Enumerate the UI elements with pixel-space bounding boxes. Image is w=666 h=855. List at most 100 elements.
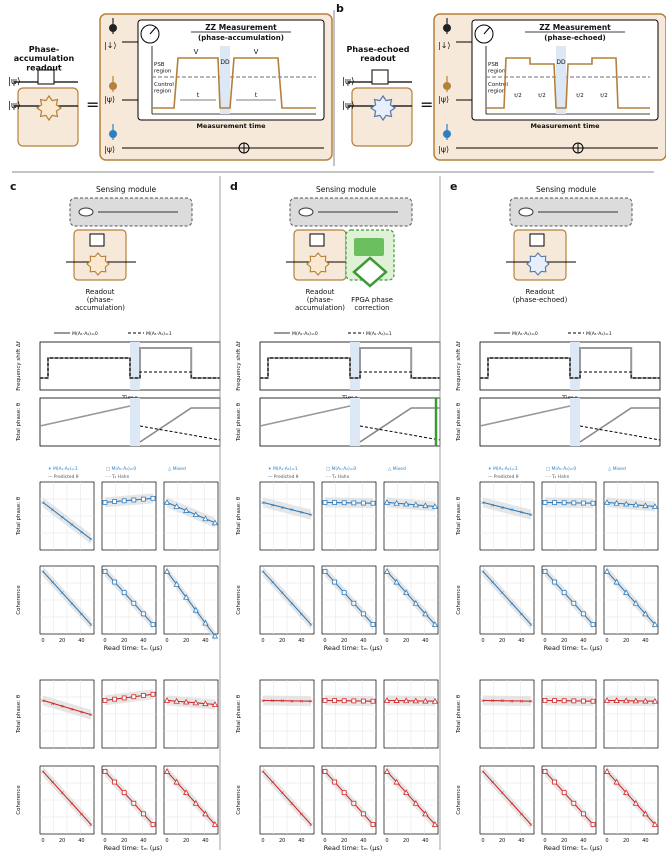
v-ref-label: V <box>194 48 199 56</box>
data-point <box>332 579 338 585</box>
data-point: ✕ <box>529 622 533 628</box>
x-tick: 40 <box>518 638 524 644</box>
phase-series-0 <box>259 405 351 427</box>
x-tick: 20 <box>121 638 127 644</box>
data-point <box>632 599 639 606</box>
data-point <box>163 499 171 505</box>
data-point: ✕ <box>280 505 284 511</box>
sensing-module-title: Sensing module <box>316 185 377 194</box>
data-point <box>150 822 156 827</box>
data-point <box>102 499 108 505</box>
freq-ylabel: Frequency shift Δf <box>236 340 242 391</box>
data-point <box>341 698 347 704</box>
data-point: ✕ <box>50 780 54 786</box>
data-point: ✕ <box>70 522 74 528</box>
data-point <box>603 768 611 774</box>
data-point: ✕ <box>500 791 504 797</box>
data-point <box>322 569 328 574</box>
data-point <box>431 697 439 704</box>
data-point: ✕ <box>290 699 294 705</box>
data-point <box>542 769 548 774</box>
data-point: ✕ <box>89 713 93 719</box>
data-point <box>341 790 347 796</box>
theta-star-icon <box>35 94 63 122</box>
row-ylabel: Coherence <box>16 785 22 815</box>
data-point <box>112 579 117 585</box>
data-series <box>42 699 92 716</box>
data-point: ✕ <box>60 704 64 710</box>
x-tick: 20 <box>403 638 409 644</box>
x-tick: 20 <box>499 838 505 844</box>
grid-legend-item: - - T₂ Hahn <box>326 474 350 480</box>
data-point: ✕ <box>261 698 265 704</box>
grid-legend-item: □ M(A₁·A₂)=0 <box>106 466 136 472</box>
data-point <box>173 503 180 509</box>
data-point <box>383 499 391 505</box>
data-point <box>211 821 219 827</box>
x-tick: 40 <box>78 838 84 844</box>
data-point <box>183 593 190 600</box>
x-tick: 0 <box>385 838 388 844</box>
phase-series-0b <box>579 407 660 443</box>
data-point: ✕ <box>510 508 514 514</box>
data-point <box>651 821 659 827</box>
x-tick: 40 <box>642 838 648 844</box>
data-point: ✕ <box>500 505 504 511</box>
data-point <box>412 799 419 806</box>
data-series <box>482 771 532 825</box>
freq-series-1 <box>480 357 660 379</box>
data-point: ✕ <box>89 822 93 828</box>
phase-series-1b <box>359 425 441 441</box>
row-ylabel: Total phase: θ <box>16 496 22 536</box>
theta-star-icon <box>526 252 550 276</box>
data-point <box>422 697 429 704</box>
eye-icon <box>518 207 534 217</box>
x-tick: 40 <box>140 838 146 844</box>
data-point: ✕ <box>490 503 494 509</box>
data-point <box>322 698 328 703</box>
grid-legend-item: - - T₂ Hahn <box>106 474 130 480</box>
data-point <box>642 810 649 817</box>
grid-legend-item: △ Mixed <box>168 466 186 472</box>
gauge-needle <box>149 26 157 35</box>
data-point: ✕ <box>299 812 303 818</box>
data-point: ✕ <box>529 822 533 828</box>
data-point: ✕ <box>70 707 74 713</box>
x-tick: 0 <box>605 838 608 844</box>
data-point <box>211 701 219 707</box>
phase-series-0b <box>139 407 220 443</box>
data-point <box>192 699 199 706</box>
ket-a1: |ψ⟩ <box>438 95 449 104</box>
data-point: ✕ <box>299 699 303 705</box>
ket-d1: |ψ⟩ <box>104 145 115 154</box>
sensing-module-title: Sensing module <box>536 185 597 194</box>
x-tick: 40 <box>422 838 428 844</box>
x-tick: 40 <box>580 838 586 844</box>
x-tick: 40 <box>642 638 648 644</box>
data-point <box>163 697 171 703</box>
gauge-icon <box>474 24 494 44</box>
data-point <box>590 698 596 704</box>
v-read-label: V <box>254 48 259 56</box>
data-point <box>542 499 548 505</box>
data-point: ✕ <box>519 699 523 705</box>
data-point: ✕ <box>270 580 274 586</box>
data-point <box>642 610 649 617</box>
data-point <box>370 500 376 506</box>
read-time-label: Read time: tₘ (μs) <box>544 844 603 852</box>
data-point <box>383 568 391 574</box>
data-point: ✕ <box>309 622 313 628</box>
x-tick: 0 <box>165 838 168 844</box>
data-point <box>581 811 586 817</box>
data-point: ✕ <box>481 569 485 575</box>
data-point: ✕ <box>89 622 93 628</box>
data-point <box>561 500 567 506</box>
data-point: ✕ <box>41 569 45 575</box>
dd-band <box>220 46 230 114</box>
readout-label: Readout(phase-accumulation) <box>75 288 125 312</box>
data-point: ✕ <box>299 510 303 516</box>
dd-label: DD <box>556 59 566 66</box>
row-ylabel: Coherence <box>456 585 462 615</box>
